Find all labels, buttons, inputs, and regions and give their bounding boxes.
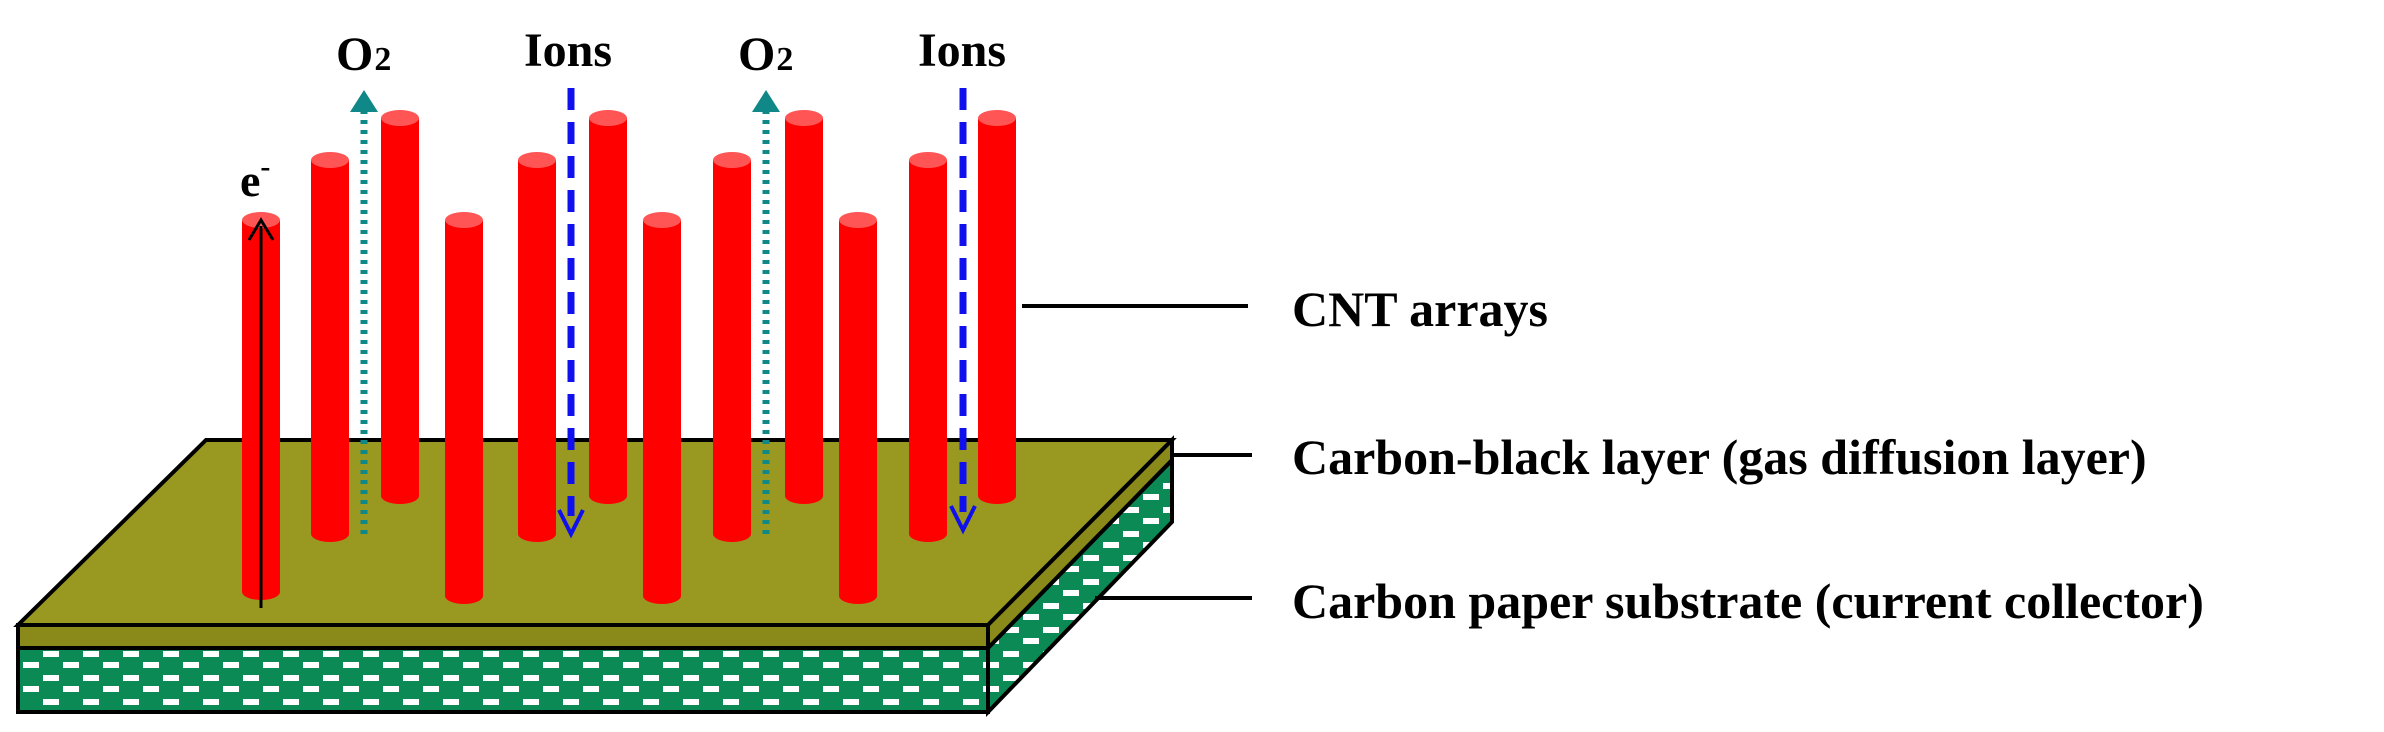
cnt-rod-body xyxy=(311,160,349,534)
carbon-paper-substrate-label: Carbon paper substrate (current collecto… xyxy=(1292,573,2204,629)
cnt-rod-cap xyxy=(311,152,349,168)
cnt-rod-cap xyxy=(785,110,823,126)
cnt-rod-body xyxy=(909,160,947,534)
cnt-rod xyxy=(785,110,823,504)
labels: O2 Ions O2 Ions e- CNT arrays Carbon-bla… xyxy=(240,24,2204,629)
o2-label-right: O2 xyxy=(738,28,793,81)
cnt-rod-base xyxy=(978,488,1016,504)
cnt-rod-body xyxy=(643,220,681,596)
cnt-rod-base xyxy=(311,526,349,542)
carbon-paper-substrate xyxy=(16,455,1174,717)
cnt-rod-body xyxy=(978,118,1016,496)
carbon-black-front-face xyxy=(16,623,990,650)
o2-arrow-left-head xyxy=(350,90,378,112)
carbon-black-layer xyxy=(13,435,1177,653)
cnt-rod-body xyxy=(589,118,627,496)
cnt-rod-base xyxy=(909,526,947,542)
cnt-rod-base xyxy=(589,488,627,504)
cnt-rod-cap xyxy=(839,212,877,228)
cnt-rod-body xyxy=(445,220,483,596)
cnt-rod-body xyxy=(839,220,877,596)
cnt-rod-body xyxy=(518,160,556,534)
cnt-rod-body xyxy=(713,160,751,534)
cnt-rod-cap xyxy=(381,110,419,126)
carbon-black-layer-label: Carbon-black layer (gas diffusion layer) xyxy=(1292,429,2147,485)
cnt-rod xyxy=(713,152,751,542)
electron-label: e- xyxy=(240,150,270,206)
cnt-rod-base xyxy=(713,526,751,542)
cnt-rod-cap xyxy=(909,152,947,168)
ions-arrow-left-head xyxy=(557,509,585,539)
cnt-rod-base xyxy=(643,588,681,604)
carbon-paper-front-face xyxy=(16,646,990,714)
cnt-rod-cap xyxy=(713,152,751,168)
electron-arrow-head xyxy=(247,217,275,241)
cnt-rod xyxy=(643,212,681,604)
cnt-rod xyxy=(311,152,349,542)
o2-label-left: O2 xyxy=(336,28,391,81)
o2-arrow-right-head xyxy=(752,90,780,112)
cnt-rod-body xyxy=(381,118,419,496)
flow-arrows xyxy=(247,88,977,608)
ions-label-right: Ions xyxy=(918,24,1006,77)
cnt-rod-base xyxy=(839,588,877,604)
cnt-rod-cap xyxy=(643,212,681,228)
cnt-rod-base xyxy=(381,488,419,504)
cnt-rod-base xyxy=(785,488,823,504)
cnt-rod-cap xyxy=(518,152,556,168)
cnt-rod xyxy=(978,110,1016,504)
cnt-rod xyxy=(381,110,419,504)
cnt-rod-cap xyxy=(445,212,483,228)
cnt-rod-base xyxy=(445,588,483,604)
cnt-rod xyxy=(909,152,947,542)
ions-arrow-right-head xyxy=(949,505,977,535)
cnt-rod xyxy=(839,212,877,604)
leader-lines xyxy=(1022,304,1252,600)
cnt-arrays-label: CNT arrays xyxy=(1292,281,1548,337)
cnt-rod-body xyxy=(785,118,823,496)
carbon-black-side-face xyxy=(986,435,1174,653)
cnt-rod xyxy=(518,152,556,542)
ions-label-left: Ions xyxy=(524,24,612,77)
cnt-rod xyxy=(445,212,483,604)
cnt-rod-base xyxy=(518,526,556,542)
cnt-rod xyxy=(589,110,627,504)
cnt-rod-cap xyxy=(978,110,1016,126)
cnt-rod-cap xyxy=(589,110,627,126)
